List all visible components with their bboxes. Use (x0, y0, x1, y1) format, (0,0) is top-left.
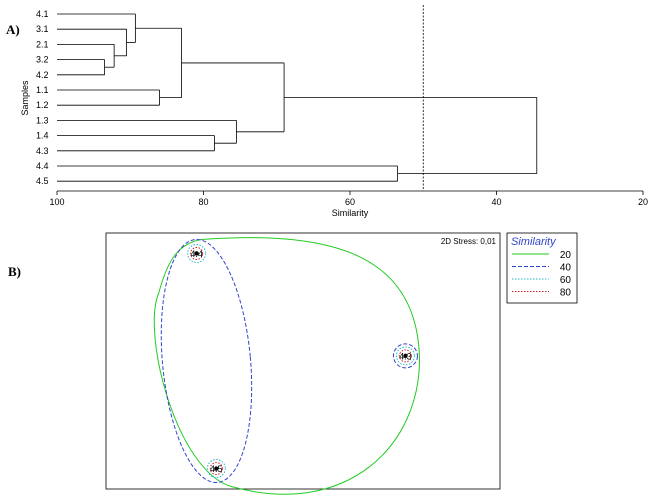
leaf-label: 1.1 (36, 85, 49, 95)
similarity-contours (153, 237, 420, 495)
sample-label: 4.3 (399, 351, 412, 361)
contour-80 (209, 462, 223, 476)
dendrogram: 4.1 3.1 2.1 3.2 4.2 1.1 1.2 1.3 1.4 4.3 4.4 4.5 100… (20, 5, 648, 218)
contour-60 (187, 243, 207, 263)
sample-point (403, 353, 408, 359)
leaf-label: 1.4 (36, 131, 49, 141)
leaf-label: 4.3 (36, 146, 49, 156)
x-axis-title: Similarity (332, 208, 369, 218)
contour-40 (392, 343, 418, 369)
x-tick-label: 60 (345, 197, 355, 207)
x-tick-label: 40 (491, 197, 501, 207)
panel-label-a: A) (6, 22, 20, 37)
sample-label: 4.5 (210, 464, 223, 474)
dendrogram-leaf-labels: 4.1 3.1 2.1 3.2 4.2 1.1 1.2 1.3 1.4 4.3 4.4 4.5 (36, 9, 49, 186)
sample-points: 4.4 4.5 4.3 (190, 249, 411, 474)
leaf-label: 4.2 (36, 70, 49, 80)
y-axis-title: Samples (20, 80, 30, 116)
stress-label: 2D Stress: 0,01 (441, 237, 497, 246)
legend-entry-label: 40 (560, 263, 572, 274)
leaf-label: 1.3 (36, 115, 49, 125)
leaf-label: 1.2 (36, 100, 49, 110)
panel-label-b: B) (8, 264, 21, 279)
nmds-plot: 2D Stress: 0,01 4.4 4.5 4.3 (105, 232, 501, 495)
legend-title: Similarity (511, 236, 557, 248)
legend-entry-label: 60 (560, 275, 572, 286)
plot-frame (105, 232, 501, 490)
contour-60 (206, 459, 226, 479)
legend-entry-label: 20 (560, 250, 572, 261)
contour-20 (153, 237, 420, 495)
x-axis-ticks: 100 80 60 40 20 (49, 191, 648, 207)
x-tick-label: 80 (198, 197, 208, 207)
legend-entry-label: 80 (560, 288, 572, 299)
leaf-label: 4.4 (36, 161, 49, 171)
leaf-label: 4.1 (36, 9, 49, 19)
x-tick-label: 100 (49, 197, 64, 207)
contour-80 (398, 349, 412, 363)
sample-point (214, 466, 219, 471)
contour-40 (160, 238, 253, 484)
x-tick-label: 20 (638, 197, 648, 207)
sample-point (194, 251, 199, 256)
contour-80 (190, 246, 204, 260)
leaf-label: 3.1 (36, 24, 49, 34)
contour-60 (395, 346, 415, 366)
leaf-label: 2.1 (36, 39, 49, 49)
sample-label: 4.4 (190, 249, 203, 259)
dendrogram-branches (57, 13, 538, 182)
leaf-label: 4.5 (36, 176, 49, 186)
leaf-label: 3.2 (36, 55, 49, 65)
